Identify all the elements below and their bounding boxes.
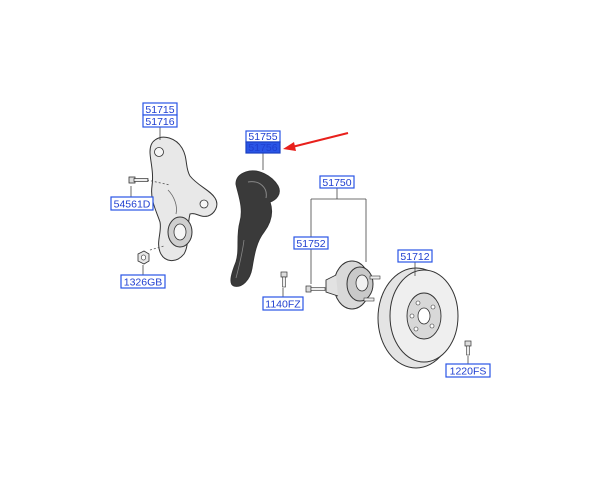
label-51716[interactable]: 51716 <box>142 114 178 128</box>
steering-knuckle[interactable] <box>149 136 218 261</box>
svg-text:1220FS: 1220FS <box>450 366 487 378</box>
svg-text:51750: 51750 <box>322 177 351 189</box>
knuckle-bolt[interactable] <box>128 176 149 184</box>
wheel-hub-bearing[interactable] <box>325 260 381 310</box>
svg-text:51716: 51716 <box>145 116 174 128</box>
svg-text:54561D: 54561D <box>114 199 151 211</box>
label-1220fs[interactable]: 1220FS <box>445 363 491 378</box>
dust-cover-screw[interactable] <box>280 271 288 288</box>
label-1326gb[interactable]: 1326GB <box>120 274 166 289</box>
svg-text:51752: 51752 <box>296 238 325 250</box>
pointer-arrow <box>283 132 349 151</box>
label-1140fz[interactable]: 1140FZ <box>262 296 304 311</box>
svg-text:51755: 51755 <box>248 131 277 143</box>
label-51715[interactable]: 51715 <box>142 102 178 116</box>
hub-bolt[interactable] <box>305 285 326 293</box>
label-54561d[interactable]: 54561D <box>110 196 154 211</box>
brake-dust-cover[interactable] <box>230 170 280 287</box>
svg-text:51715: 51715 <box>145 104 174 116</box>
svg-text:51712: 51712 <box>400 251 429 263</box>
disc-screw[interactable] <box>464 340 472 356</box>
svg-text:1326GB: 1326GB <box>124 277 163 289</box>
label-51750[interactable]: 51750 <box>319 175 355 189</box>
label-51712[interactable]: 51712 <box>397 249 433 263</box>
label-51752[interactable]: 51752 <box>293 236 329 250</box>
label-51756-selected[interactable]: 51756 <box>245 141 281 154</box>
knuckle-nut[interactable] <box>137 250 150 265</box>
brake-disc[interactable] <box>377 267 459 369</box>
svg-text:51756: 51756 <box>248 142 277 154</box>
svg-text:1140FZ: 1140FZ <box>265 299 301 311</box>
